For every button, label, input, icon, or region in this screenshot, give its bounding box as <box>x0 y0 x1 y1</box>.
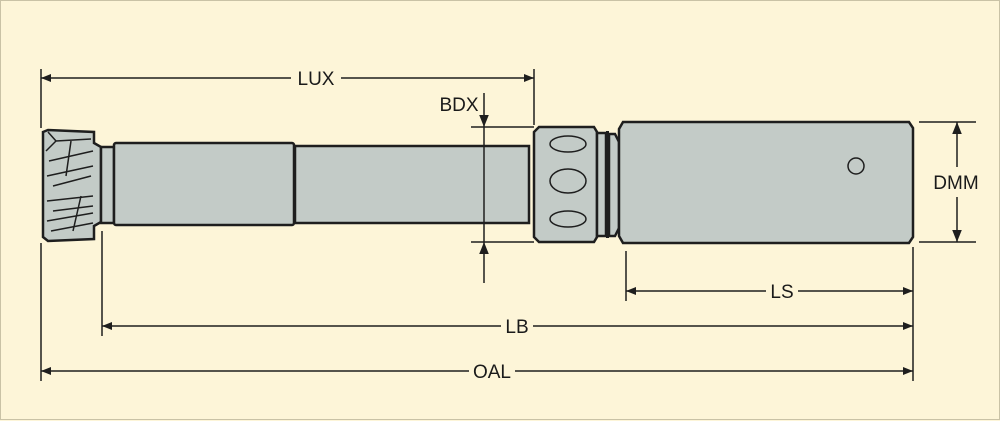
holder-shank <box>617 120 915 245</box>
dimension-oal: OAL <box>41 362 913 383</box>
drive-hole <box>847 157 865 175</box>
shank-section-2 <box>293 144 531 225</box>
dmm-label: DMM <box>933 173 978 194</box>
oal-label: OAL <box>473 362 511 383</box>
cutter-head <box>41 128 103 243</box>
collet-ring <box>595 131 621 238</box>
dimension-lb: LB <box>102 317 913 338</box>
bdx-label: BDX <box>439 95 478 116</box>
ls-label: LS <box>770 282 793 303</box>
collet-nut <box>532 125 599 244</box>
dimension-lux: LUX <box>41 69 534 90</box>
dimension-ls: LS <box>626 282 913 303</box>
shank-section-1 <box>112 141 296 227</box>
neck <box>99 145 116 225</box>
dimension-bdx: BDX <box>439 93 489 283</box>
dimension-dmm: DMM <box>933 122 979 242</box>
lux-label: LUX <box>298 69 335 90</box>
lb-label: LB <box>505 317 528 338</box>
